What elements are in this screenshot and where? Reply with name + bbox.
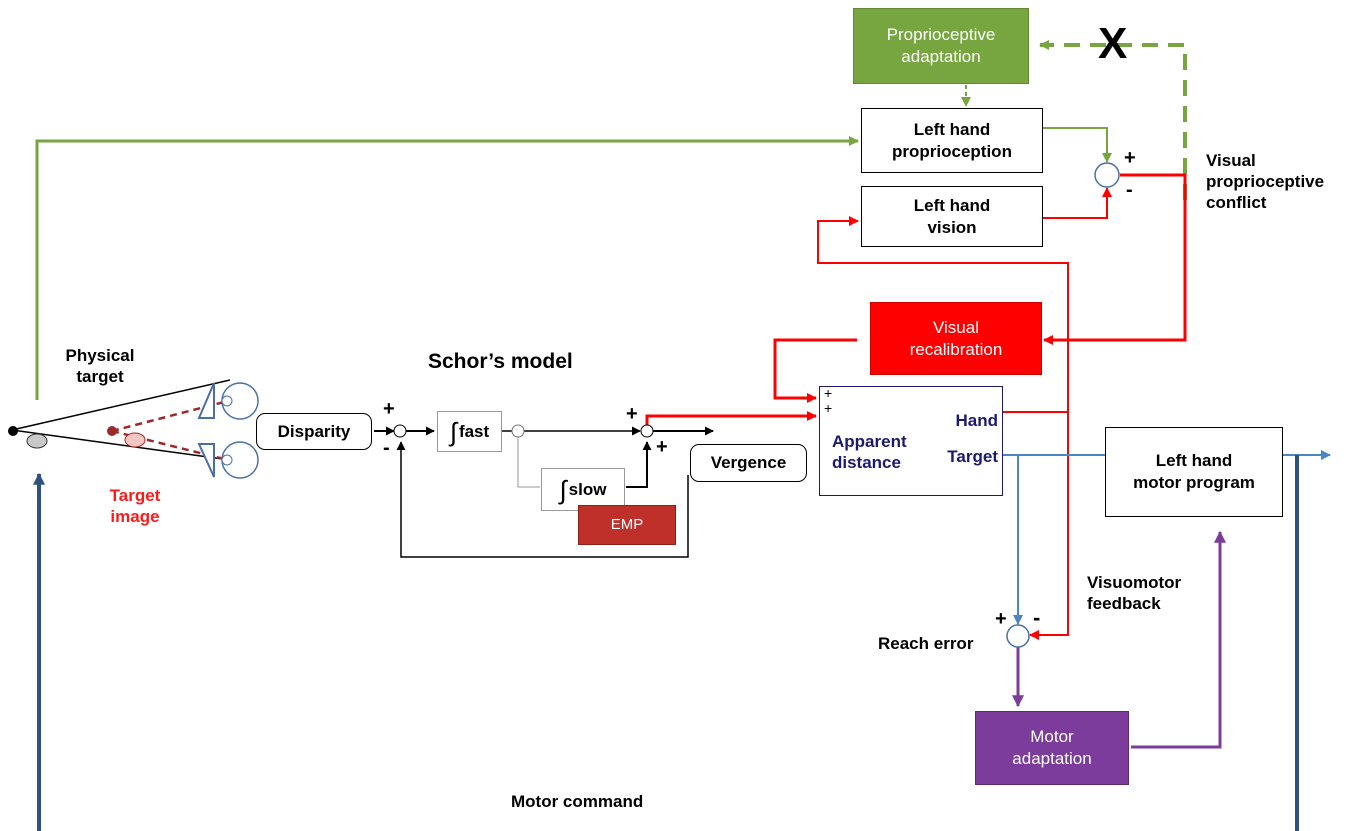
motor-adaptation-box: Motor adaptation	[975, 711, 1129, 785]
conflict-minus-sign: -	[1126, 179, 1133, 201]
left-hand-proprioception-box: Left hand proprioception	[861, 108, 1043, 173]
motor-command-label: Motor command	[511, 792, 644, 811]
apparent-distance-box	[819, 386, 1003, 496]
image-target-dot	[107, 426, 117, 436]
fast-label: fast	[458, 421, 490, 441]
physical-target-dot	[8, 426, 18, 436]
junctions	[393, 162, 1120, 648]
vergence-plus-top-sign: +	[626, 403, 638, 425]
disparity-junction	[393, 424, 407, 438]
schor-model-title: Schor’s model	[428, 350, 573, 373]
target-image-label: Target image	[109, 486, 161, 526]
apparent-distance-label: Apparent distance	[832, 432, 907, 472]
disparity-plus-sign: +	[383, 398, 395, 420]
slow-label: slow	[568, 479, 607, 499]
green-connections	[35, 40, 1187, 400]
disparity-box: Disparity	[256, 413, 372, 450]
proprioceptive-adaptation-box: Proprioceptive adaptation	[853, 8, 1029, 84]
integral-symbol: ∫	[449, 416, 457, 447]
red-connections	[645, 173, 1187, 640]
target-label: Target	[947, 447, 998, 466]
blue-connections	[33, 450, 1331, 831]
blocked-path-x-mark: X	[1098, 19, 1128, 68]
purple-connections	[1012, 530, 1226, 749]
physical-target-label: Physical target	[65, 346, 135, 386]
disparity-minus-sign: -	[383, 437, 390, 459]
left-hand-motor-program-box: Left hand motor program	[1105, 427, 1283, 517]
reach-minus-sign: -	[1033, 605, 1041, 630]
vergence-box: Vergence	[690, 444, 807, 482]
conflict-plus-sign: +	[1124, 147, 1136, 169]
visual-proprioceptive-conflict-label: Visual proprioceptive conflict	[1206, 151, 1325, 212]
physical-hand-icon	[26, 433, 48, 449]
apparent-plus-1: +	[824, 385, 833, 401]
eye-schematic	[8, 379, 259, 479]
hand-label: Hand	[955, 411, 999, 430]
fast-output-node	[511, 424, 525, 438]
conflict-junction	[1094, 162, 1120, 188]
apparent-plus-2: +	[824, 400, 833, 416]
vergence-junction	[640, 424, 654, 438]
visual-recalibration-box: Visual recalibration	[870, 302, 1042, 375]
reach-error-junction	[1006, 624, 1030, 648]
lower-prism	[197, 443, 215, 478]
reach-error-label: Reach error	[878, 634, 974, 653]
vergence-plus-bottom-sign: +	[656, 436, 668, 458]
upper-prism	[197, 382, 215, 419]
left-hand-vision-box: Left hand vision	[861, 186, 1043, 247]
reach-plus-sign: +	[995, 608, 1007, 630]
emp-box: EMP	[578, 505, 676, 545]
fast-integrator-box: ∫fast	[437, 411, 502, 452]
visuomotor-feedback-label: Visuomotor feedback	[1087, 573, 1182, 613]
integral-symbol: ∫	[559, 474, 567, 505]
black-connections	[374, 426, 714, 558]
image-hand-icon	[124, 432, 146, 448]
